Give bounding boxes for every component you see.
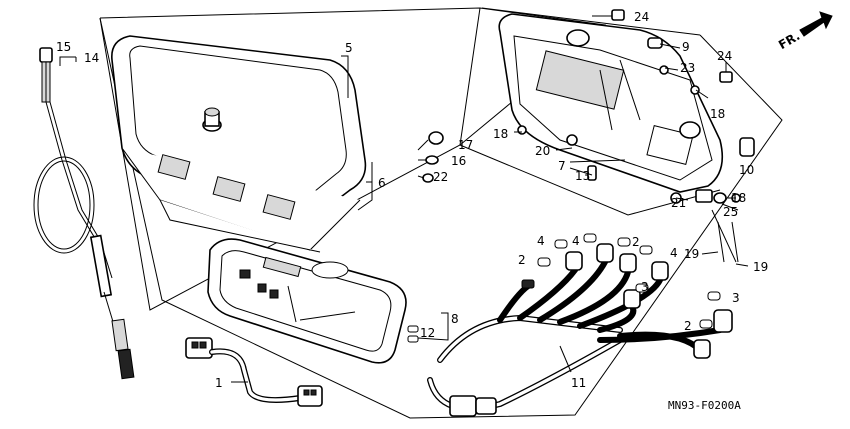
- meter-wire-harness: [427, 243, 733, 417]
- callout-2: 2: [632, 235, 640, 249]
- callout-4: 4: [670, 246, 678, 260]
- callout-5: 5: [345, 41, 353, 55]
- callout-8: 8: [451, 312, 459, 326]
- callout-19: 19: [684, 247, 699, 261]
- front-arrow-icon: [799, 11, 833, 37]
- callout-12: 12: [420, 326, 435, 340]
- callout-18: 18: [731, 191, 746, 205]
- callout-24: 24: [634, 10, 649, 24]
- callout-24: 24: [717, 49, 732, 63]
- speedometer-cable: [33, 47, 135, 380]
- callout-1: 1: [215, 376, 223, 390]
- callout-4: 4: [572, 234, 580, 248]
- callout-22: 22: [433, 170, 448, 184]
- wire-sub-harness: [185, 337, 323, 407]
- callout-21: 21: [671, 196, 686, 210]
- callout-16: 16: [451, 154, 466, 168]
- meter-panel: [207, 238, 407, 364]
- callout-20: 20: [535, 144, 550, 158]
- figure-code: MN93-F0200A: [668, 399, 741, 412]
- callout-10: 10: [739, 163, 754, 177]
- callout-2: 2: [684, 319, 692, 333]
- small-parts: [407, 9, 755, 343]
- callout-2: 2: [518, 253, 526, 267]
- callout-3: 3: [641, 280, 649, 294]
- callout-7: 7: [558, 159, 566, 173]
- callout-18: 18: [710, 107, 725, 121]
- front-direction-indicator: FR.: [776, 11, 833, 52]
- callout-6: 6: [378, 176, 386, 190]
- callout-9: 9: [682, 40, 690, 54]
- callout-15: 15: [56, 40, 71, 54]
- callout-18: 18: [493, 127, 508, 141]
- direction-label: FR.: [776, 29, 802, 52]
- callout-14: 14: [84, 51, 99, 65]
- callout-11: 11: [571, 376, 586, 390]
- meter-cover: [111, 35, 367, 253]
- callout-13: 13: [575, 169, 590, 183]
- callout-19: 19: [753, 260, 768, 274]
- callout-4: 4: [537, 234, 545, 248]
- callout-17: 17: [458, 138, 473, 152]
- callout-labels: 1 2 2 2 3 3 4 4 4 5 6 7 8 9 10 11 12 13 …: [56, 10, 768, 390]
- callout-25: 25: [723, 205, 738, 219]
- leader-lines: [59, 15, 749, 383]
- callout-23: 23: [680, 61, 695, 75]
- callout-3: 3: [732, 291, 740, 305]
